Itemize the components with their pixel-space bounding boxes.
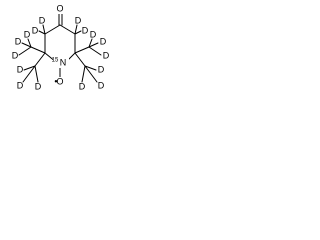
radical-oxygen-label: O — [56, 76, 63, 86]
bond-mr-bot-d3 — [81, 65, 86, 83]
deuterium-ml-bot-1: D — [17, 64, 24, 74]
deuterium-c5-right: D — [82, 25, 89, 35]
bond-c2-methyl-top — [30, 46, 46, 54]
bond-c5-d-right — [74, 30, 82, 35]
deuterium-mr-bot-1: D — [98, 64, 105, 74]
deuterium-mr-top-3: D — [103, 50, 110, 60]
bond-c4-c3 — [44, 24, 61, 35]
nitrogen-isotope-label: 15 — [52, 58, 59, 64]
bond-ml-bot-d3 — [34, 65, 39, 83]
bond-mr-bot-d1 — [84, 65, 97, 71]
radical-dot: • — [54, 76, 57, 86]
bond-c4-c5 — [59, 24, 76, 35]
bond-ml-bot-d1 — [23, 65, 36, 71]
bond-c5-d-up — [74, 24, 78, 35]
nitrogen-bg — [53, 58, 69, 68]
nitrogen-label: N — [60, 57, 67, 67]
deuterium-ml-top-3: D — [12, 50, 19, 60]
deuterium-ml-bot-2: D — [17, 80, 24, 90]
deuterium-mr-top-2: D — [100, 36, 107, 46]
deuterium-ml-top-1: D — [24, 29, 31, 39]
bond-c3-d-left — [38, 30, 46, 35]
ketone-o-bg — [55, 4, 65, 14]
molecule-structure: O 15 N O • D D D D D D D D D D D D D D D… — [12, 3, 110, 91]
bond-c3-d-up — [42, 24, 46, 35]
radical-o-bg — [55, 77, 67, 87]
bond-ml-top-d3 — [18, 46, 32, 56]
deuterium-mr-bot-3: D — [79, 81, 86, 91]
bond-mr-top-d3 — [88, 46, 102, 56]
bond-mr-top-d1 — [88, 38, 93, 48]
deuterium-mr-top-1: D — [90, 29, 97, 39]
deuterium-ml-top-2: D — [15, 36, 22, 46]
bond-c6-methyl-bottom — [74, 52, 86, 67]
bond-ml-bot-d2 — [22, 65, 36, 83]
deuterium-mr-bot-2: D — [98, 80, 105, 90]
deuterium-c3-left: D — [32, 25, 39, 35]
bond-ml-top-d1 — [27, 38, 32, 48]
atom-labels: O 15 N O • D D D D D D D D D D D D D D D… — [12, 3, 110, 91]
bonds — [18, 13, 102, 83]
bond-c6-methyl-top — [74, 46, 90, 54]
bond-mr-top-d2 — [88, 42, 99, 48]
ketone-oxygen-label: O — [56, 3, 63, 13]
bond-c2-methyl-bottom — [34, 52, 46, 67]
deuterium-c3-up: D — [39, 15, 46, 25]
bond-mr-bot-d2 — [84, 65, 98, 83]
bond-ml-top-d2 — [21, 42, 32, 48]
deuterium-c5-up: D — [75, 15, 82, 25]
deuterium-ml-bot-3: D — [35, 81, 42, 91]
